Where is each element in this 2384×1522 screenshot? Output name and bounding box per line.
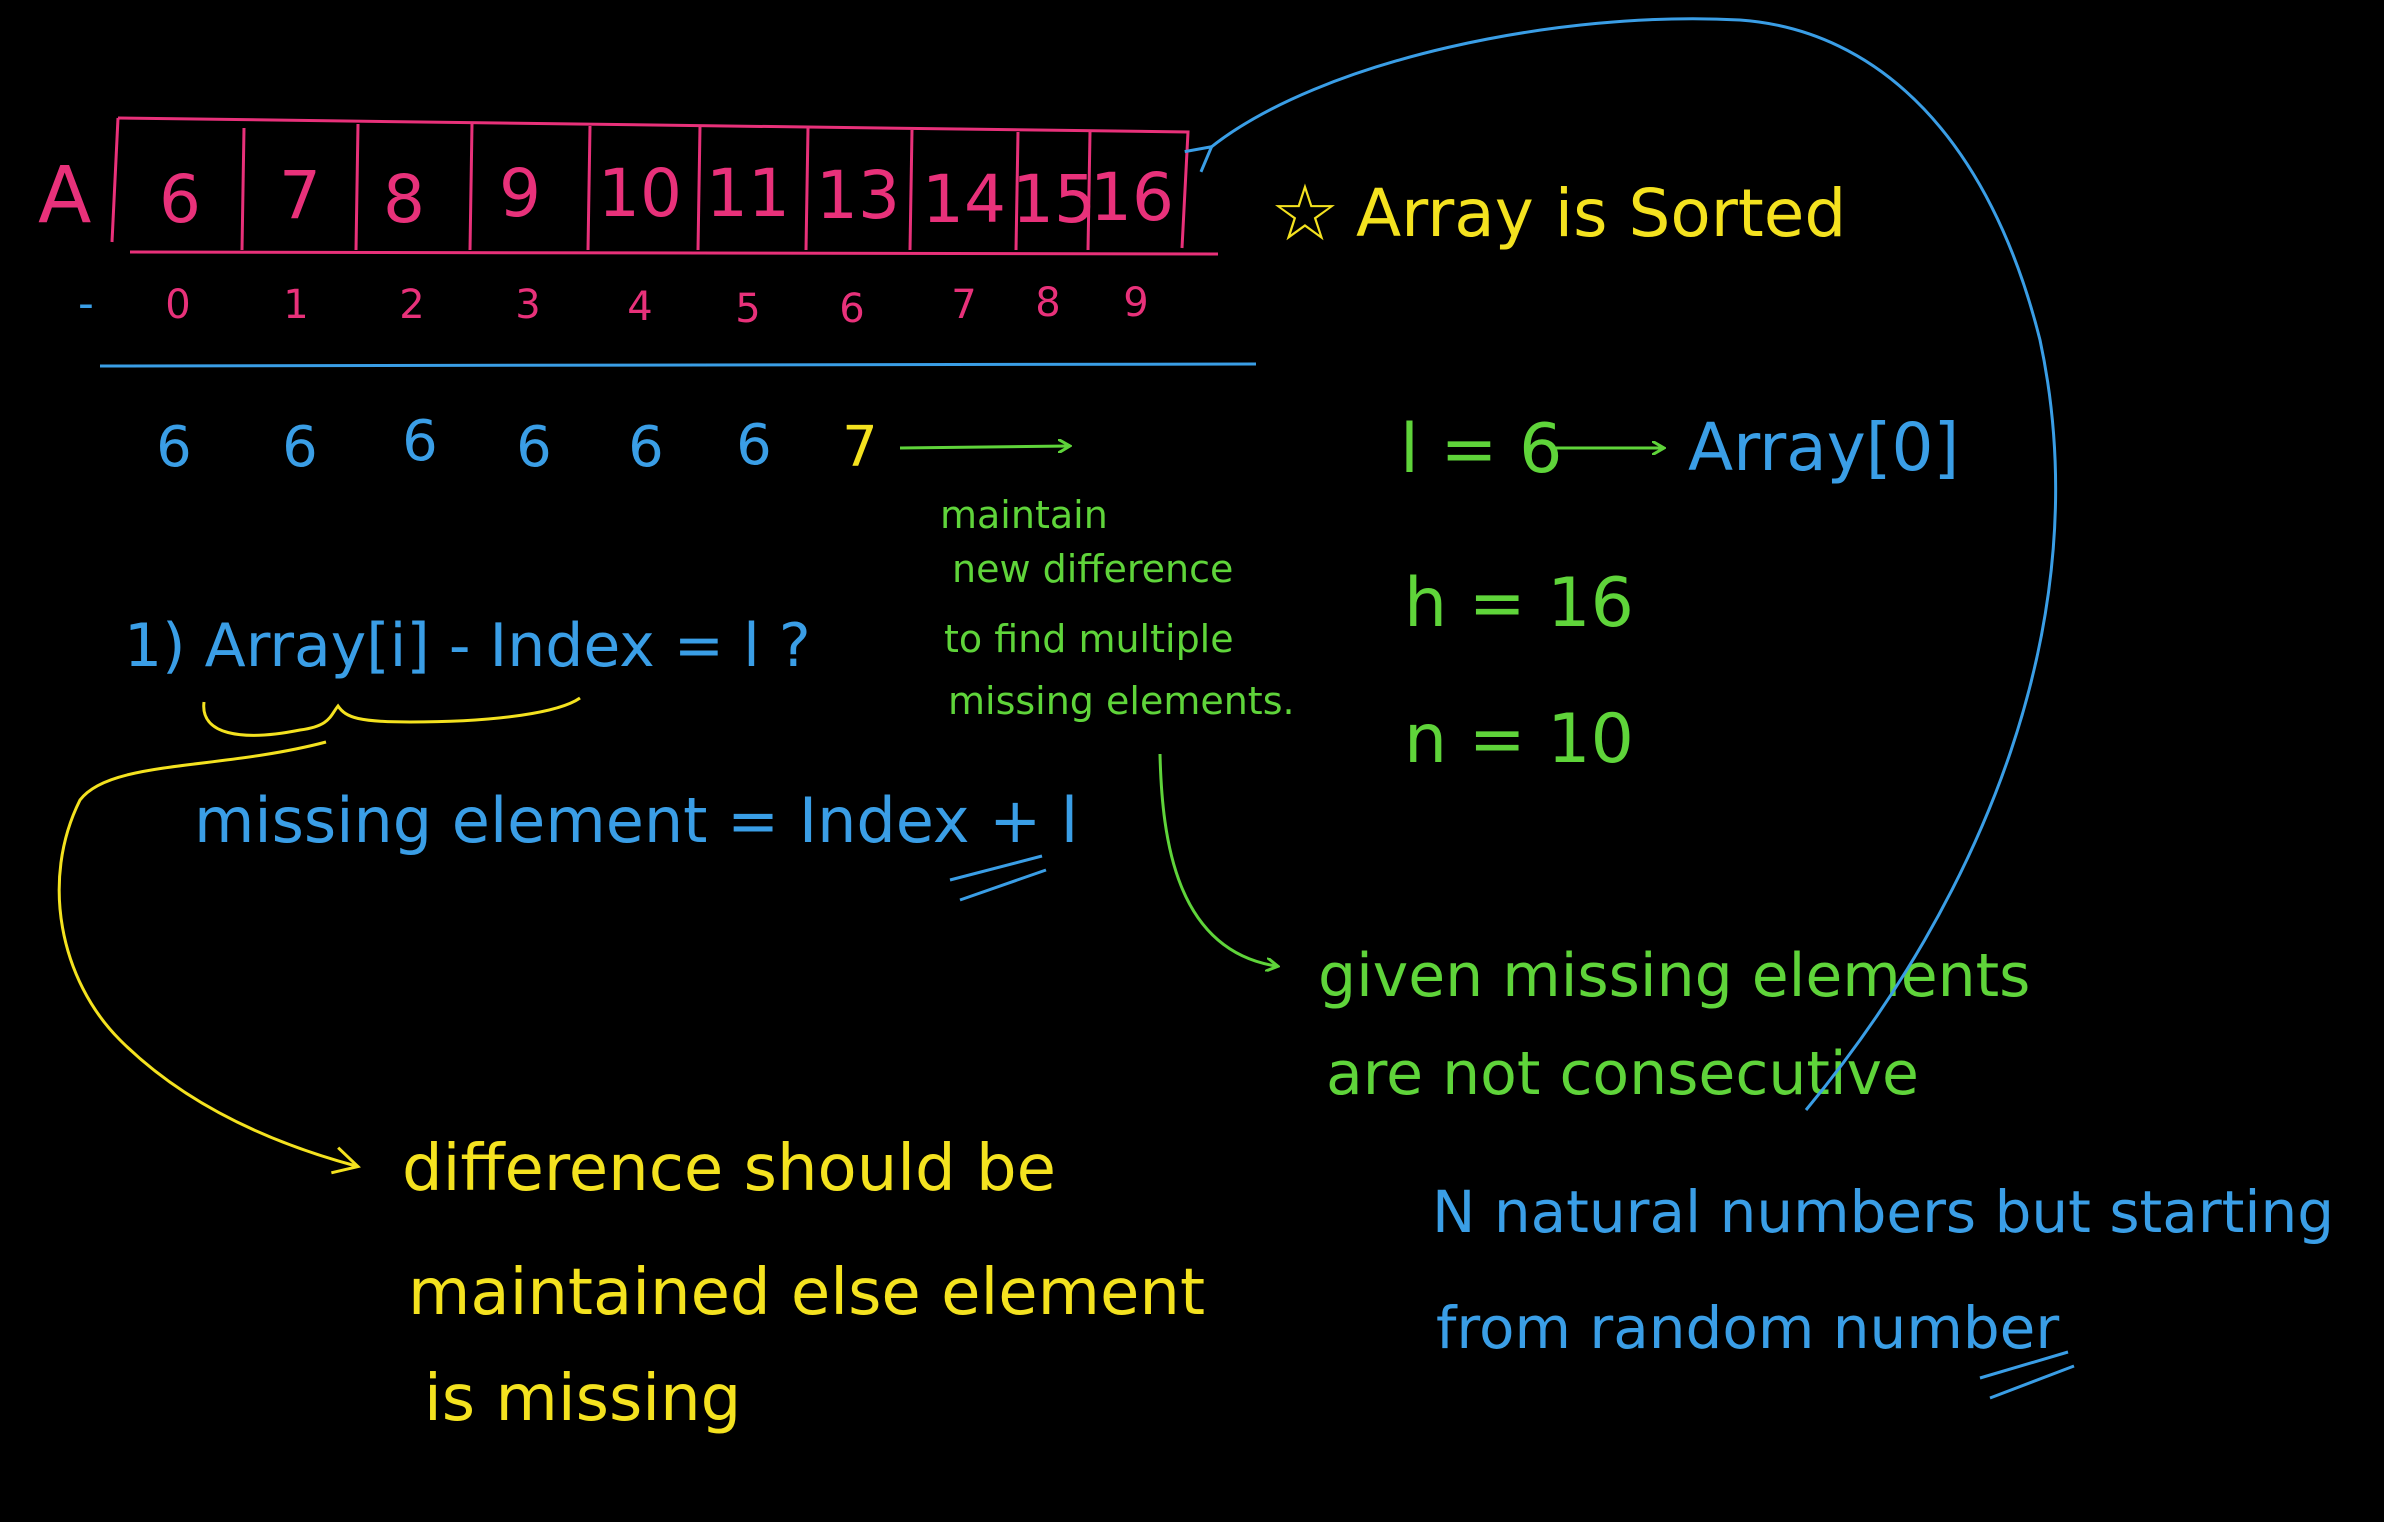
array-value: 9 [499, 155, 541, 232]
array-index: 1 [283, 282, 308, 328]
arrow-to-array [1210, 17, 2058, 1111]
array-value: 14 [922, 161, 1006, 238]
difference-note: difference should be maintained else ele… [402, 1132, 1205, 1436]
n-definition: n = 10 [1404, 700, 1634, 779]
step1-formula: 1) Array[i] - Index = l ? [124, 611, 811, 681]
l-definition: l = 6 [1400, 410, 1562, 489]
difference-value: 6 [736, 413, 772, 478]
difference-value: 6 [282, 415, 318, 480]
array-index: 7 [951, 282, 976, 328]
given-note: given missing elements are not consecuti… [1318, 941, 2030, 1109]
array-value: 6 [159, 161, 201, 238]
index-prefix: - [78, 278, 94, 329]
difference-line: maintained else element [408, 1256, 1205, 1330]
star-icon: ☆ [1270, 169, 1340, 259]
array-index: 5 [735, 286, 760, 332]
h-definition: h = 16 [1404, 564, 1634, 643]
difference-value: 6 [402, 409, 438, 474]
array-value: 11 [706, 155, 790, 232]
natural-line: N natural numbers but starting [1432, 1178, 2334, 1246]
array-indices: 0 1 2 3 4 5 6 7 8 9 [165, 280, 1148, 332]
array-value: 8 [383, 161, 425, 238]
array-value: 16 [1090, 159, 1174, 236]
difference-value: 6 [516, 415, 552, 480]
difference-line: difference should be [402, 1132, 1056, 1206]
arrow-to-given-note [1158, 753, 1276, 966]
maintain-line: new difference [952, 547, 1233, 591]
underline-mark [949, 854, 1047, 902]
arrow-to-difference-note [57, 740, 361, 1175]
array-index: 2 [399, 282, 424, 328]
natural-line: from random number [1436, 1294, 2059, 1362]
array-sorted-note: Array is Sorted [1356, 175, 1846, 252]
array-value: 13 [816, 157, 900, 234]
natural-numbers-note: N natural numbers but starting from rand… [1432, 1178, 2334, 1362]
brace [202, 696, 581, 737]
array-value: 15 [1012, 161, 1096, 238]
array-value: 7 [279, 157, 321, 234]
array-index: 6 [839, 286, 864, 332]
maintain-line: maintain [940, 493, 1108, 537]
underline-mark [1979, 1350, 2075, 1400]
array-value: 10 [598, 155, 682, 232]
missing-element-formula: missing element = Index + l [194, 784, 1078, 857]
array-index: 0 [165, 282, 190, 328]
array-values: 6 7 8 9 10 11 13 14 15 16 [159, 155, 1174, 238]
array-name: A [38, 151, 91, 241]
maintain-note: maintain new difference to find multiple… [940, 493, 1295, 723]
separator-line [99, 362, 1257, 368]
array-box [110, 116, 1219, 256]
given-line: given missing elements [1318, 941, 2030, 1011]
array-index: 3 [515, 282, 540, 328]
array-index: 8 [1035, 280, 1060, 326]
array-index: 9 [1123, 280, 1148, 326]
difference-value-changed: 7 [842, 415, 878, 480]
maintain-line: missing elements. [948, 679, 1295, 723]
given-line: are not consecutive [1326, 1039, 1919, 1109]
difference-value: 6 [628, 415, 664, 480]
maintain-line: to find multiple [944, 617, 1234, 661]
difference-line: is missing [424, 1362, 741, 1436]
difference-value: 6 [156, 415, 192, 480]
difference-values: 6 6 6 6 6 6 7 [156, 409, 878, 480]
array-index: 4 [627, 284, 652, 330]
arrow-to-maintain [899, 446, 1068, 448]
l-reference: Array[0] [1688, 409, 1959, 486]
